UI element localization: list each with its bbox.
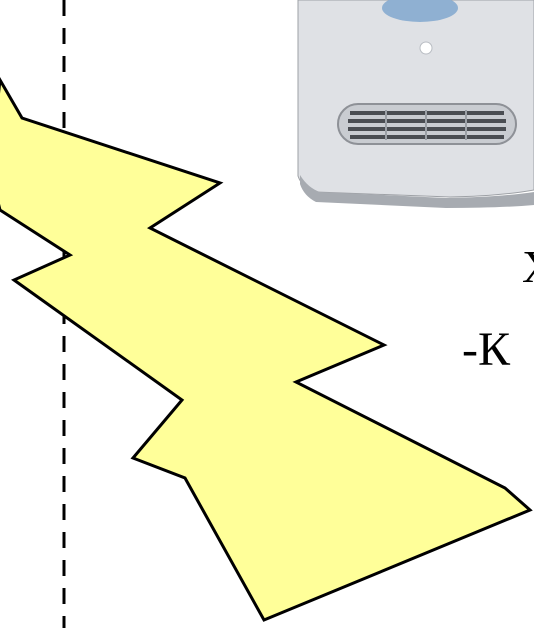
device-indicator-light xyxy=(420,42,432,54)
partial-label-1: Х xyxy=(522,241,534,292)
device-body xyxy=(298,0,534,197)
partial-label-2: -К xyxy=(462,323,511,376)
computer-tower-icon xyxy=(298,0,534,208)
